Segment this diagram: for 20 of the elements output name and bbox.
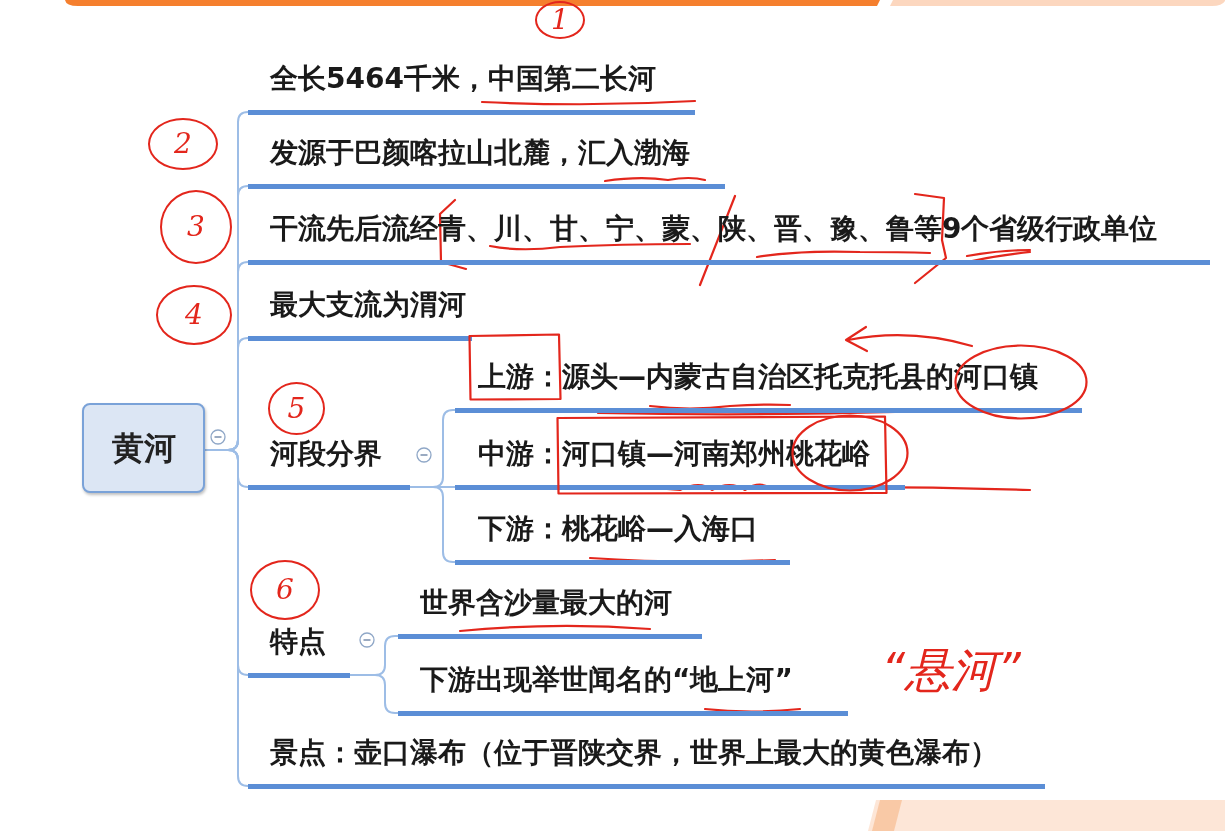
branch-topic: 世界含沙量最大的河 xyxy=(398,584,702,639)
circled-number: 2 xyxy=(148,118,218,170)
handwritten-note: “悬河” xyxy=(880,642,1022,699)
handwritten-circle xyxy=(954,344,1088,420)
circled-number: 6 xyxy=(250,560,320,620)
circled-number: 3 xyxy=(160,190,232,264)
circled-number: 5 xyxy=(268,382,325,435)
branch-topic: 下游出现举世闻名的“地上河” xyxy=(398,661,848,716)
branch-topic: 全长5464千米，中国第二长河 xyxy=(248,60,695,115)
branch-topic: 河段分界 xyxy=(248,435,410,490)
circled-number: 4 xyxy=(156,285,232,345)
root-topic-box: 黄河 xyxy=(82,403,205,493)
branch-connector xyxy=(204,449,249,787)
branch-topic: 特点 xyxy=(248,623,350,678)
branch-topic: 景点：壶口瀑布（位于晋陕交界，世界上最大的黄色瀑布） xyxy=(248,734,1045,789)
branch-topic: 发源于巴颜喀拉山北麓，汇入渤海 xyxy=(248,134,725,189)
branch-topic: 最大支流为渭河 xyxy=(248,286,472,341)
handwritten-rectangle xyxy=(556,415,888,495)
circled-number: 1 xyxy=(535,1,585,39)
handwritten-rectangle xyxy=(468,333,562,401)
